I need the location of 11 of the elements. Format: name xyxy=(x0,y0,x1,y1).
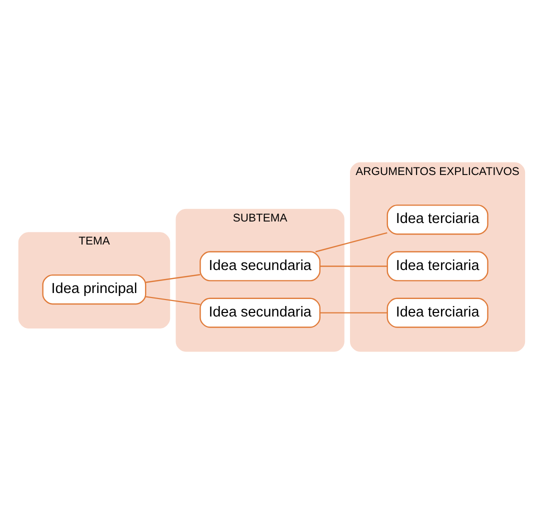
connector xyxy=(320,265,388,266)
connector xyxy=(315,232,388,252)
connector xyxy=(320,312,388,313)
connector xyxy=(146,274,200,282)
node-box: Idea principal xyxy=(42,274,146,304)
node-box: Idea terciaria xyxy=(386,250,488,281)
node-box: Idea secundaria xyxy=(200,250,320,281)
node-box: Idea terciaria xyxy=(386,297,488,328)
node-box: Idea terciaria xyxy=(386,204,488,234)
connector xyxy=(146,296,200,305)
node-box: Idea secundaria xyxy=(200,297,320,328)
